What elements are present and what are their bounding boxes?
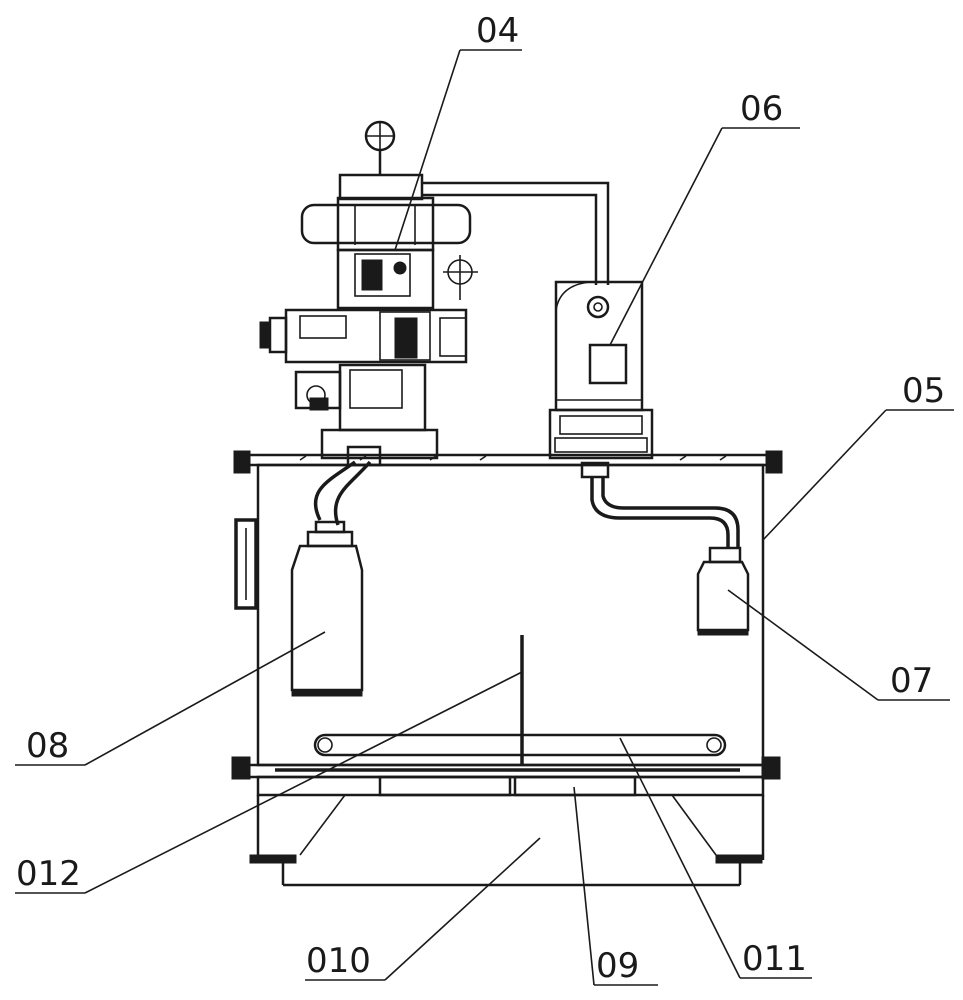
pressure-pipe bbox=[422, 181, 610, 285]
valve-stack bbox=[259, 120, 478, 460]
leader-lines bbox=[15, 49, 954, 986]
label-04: 04 bbox=[476, 11, 519, 51]
suction-filter bbox=[290, 445, 382, 697]
label-011: 011 bbox=[742, 939, 807, 979]
heater-tube bbox=[313, 733, 727, 757]
label-010: 010 bbox=[306, 941, 371, 981]
label-06: 06 bbox=[740, 89, 783, 129]
return-filter bbox=[580, 461, 750, 636]
label-07: 07 bbox=[890, 661, 933, 701]
motor-pump bbox=[548, 280, 654, 460]
oil-tank bbox=[231, 450, 783, 780]
label-012: 012 bbox=[16, 854, 81, 894]
label-05: 05 bbox=[902, 371, 945, 411]
label-09: 09 bbox=[596, 946, 639, 986]
bottom-plates bbox=[275, 768, 740, 797]
label-08: 08 bbox=[26, 726, 69, 766]
